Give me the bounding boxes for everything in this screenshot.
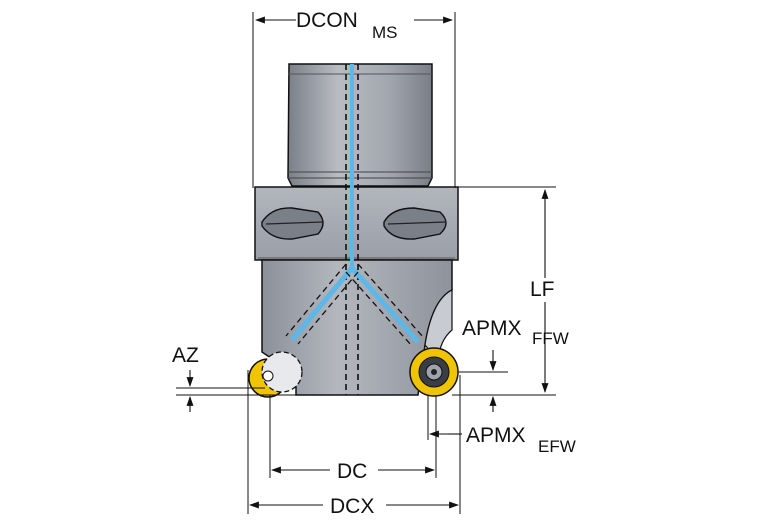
apmx-efw-label: APMX [466,424,526,447]
dc-label: DC [337,460,367,483]
coolant-channels [285,64,425,347]
center-bore-hidden-lines [345,64,359,395]
tool-shank [287,63,433,187]
dimension-lines [186,16,549,509]
apmx-ffw-subscript: FFW [532,329,569,348]
lf-label: LF [530,278,555,301]
drive-slot-left [261,207,324,240]
apmx-efw-subscript: EFW [538,437,576,456]
az-label: AZ [172,344,199,367]
drive-slot-right [383,207,447,240]
rear-insert [248,351,303,398]
front-insert [409,347,459,397]
dcx-label: DCX [330,495,374,518]
dcon-subscript: MS [372,23,398,42]
extension-lines [176,12,556,514]
dcon-label: DCON [296,9,358,32]
apmx-ffw-label: APMX [462,317,522,340]
